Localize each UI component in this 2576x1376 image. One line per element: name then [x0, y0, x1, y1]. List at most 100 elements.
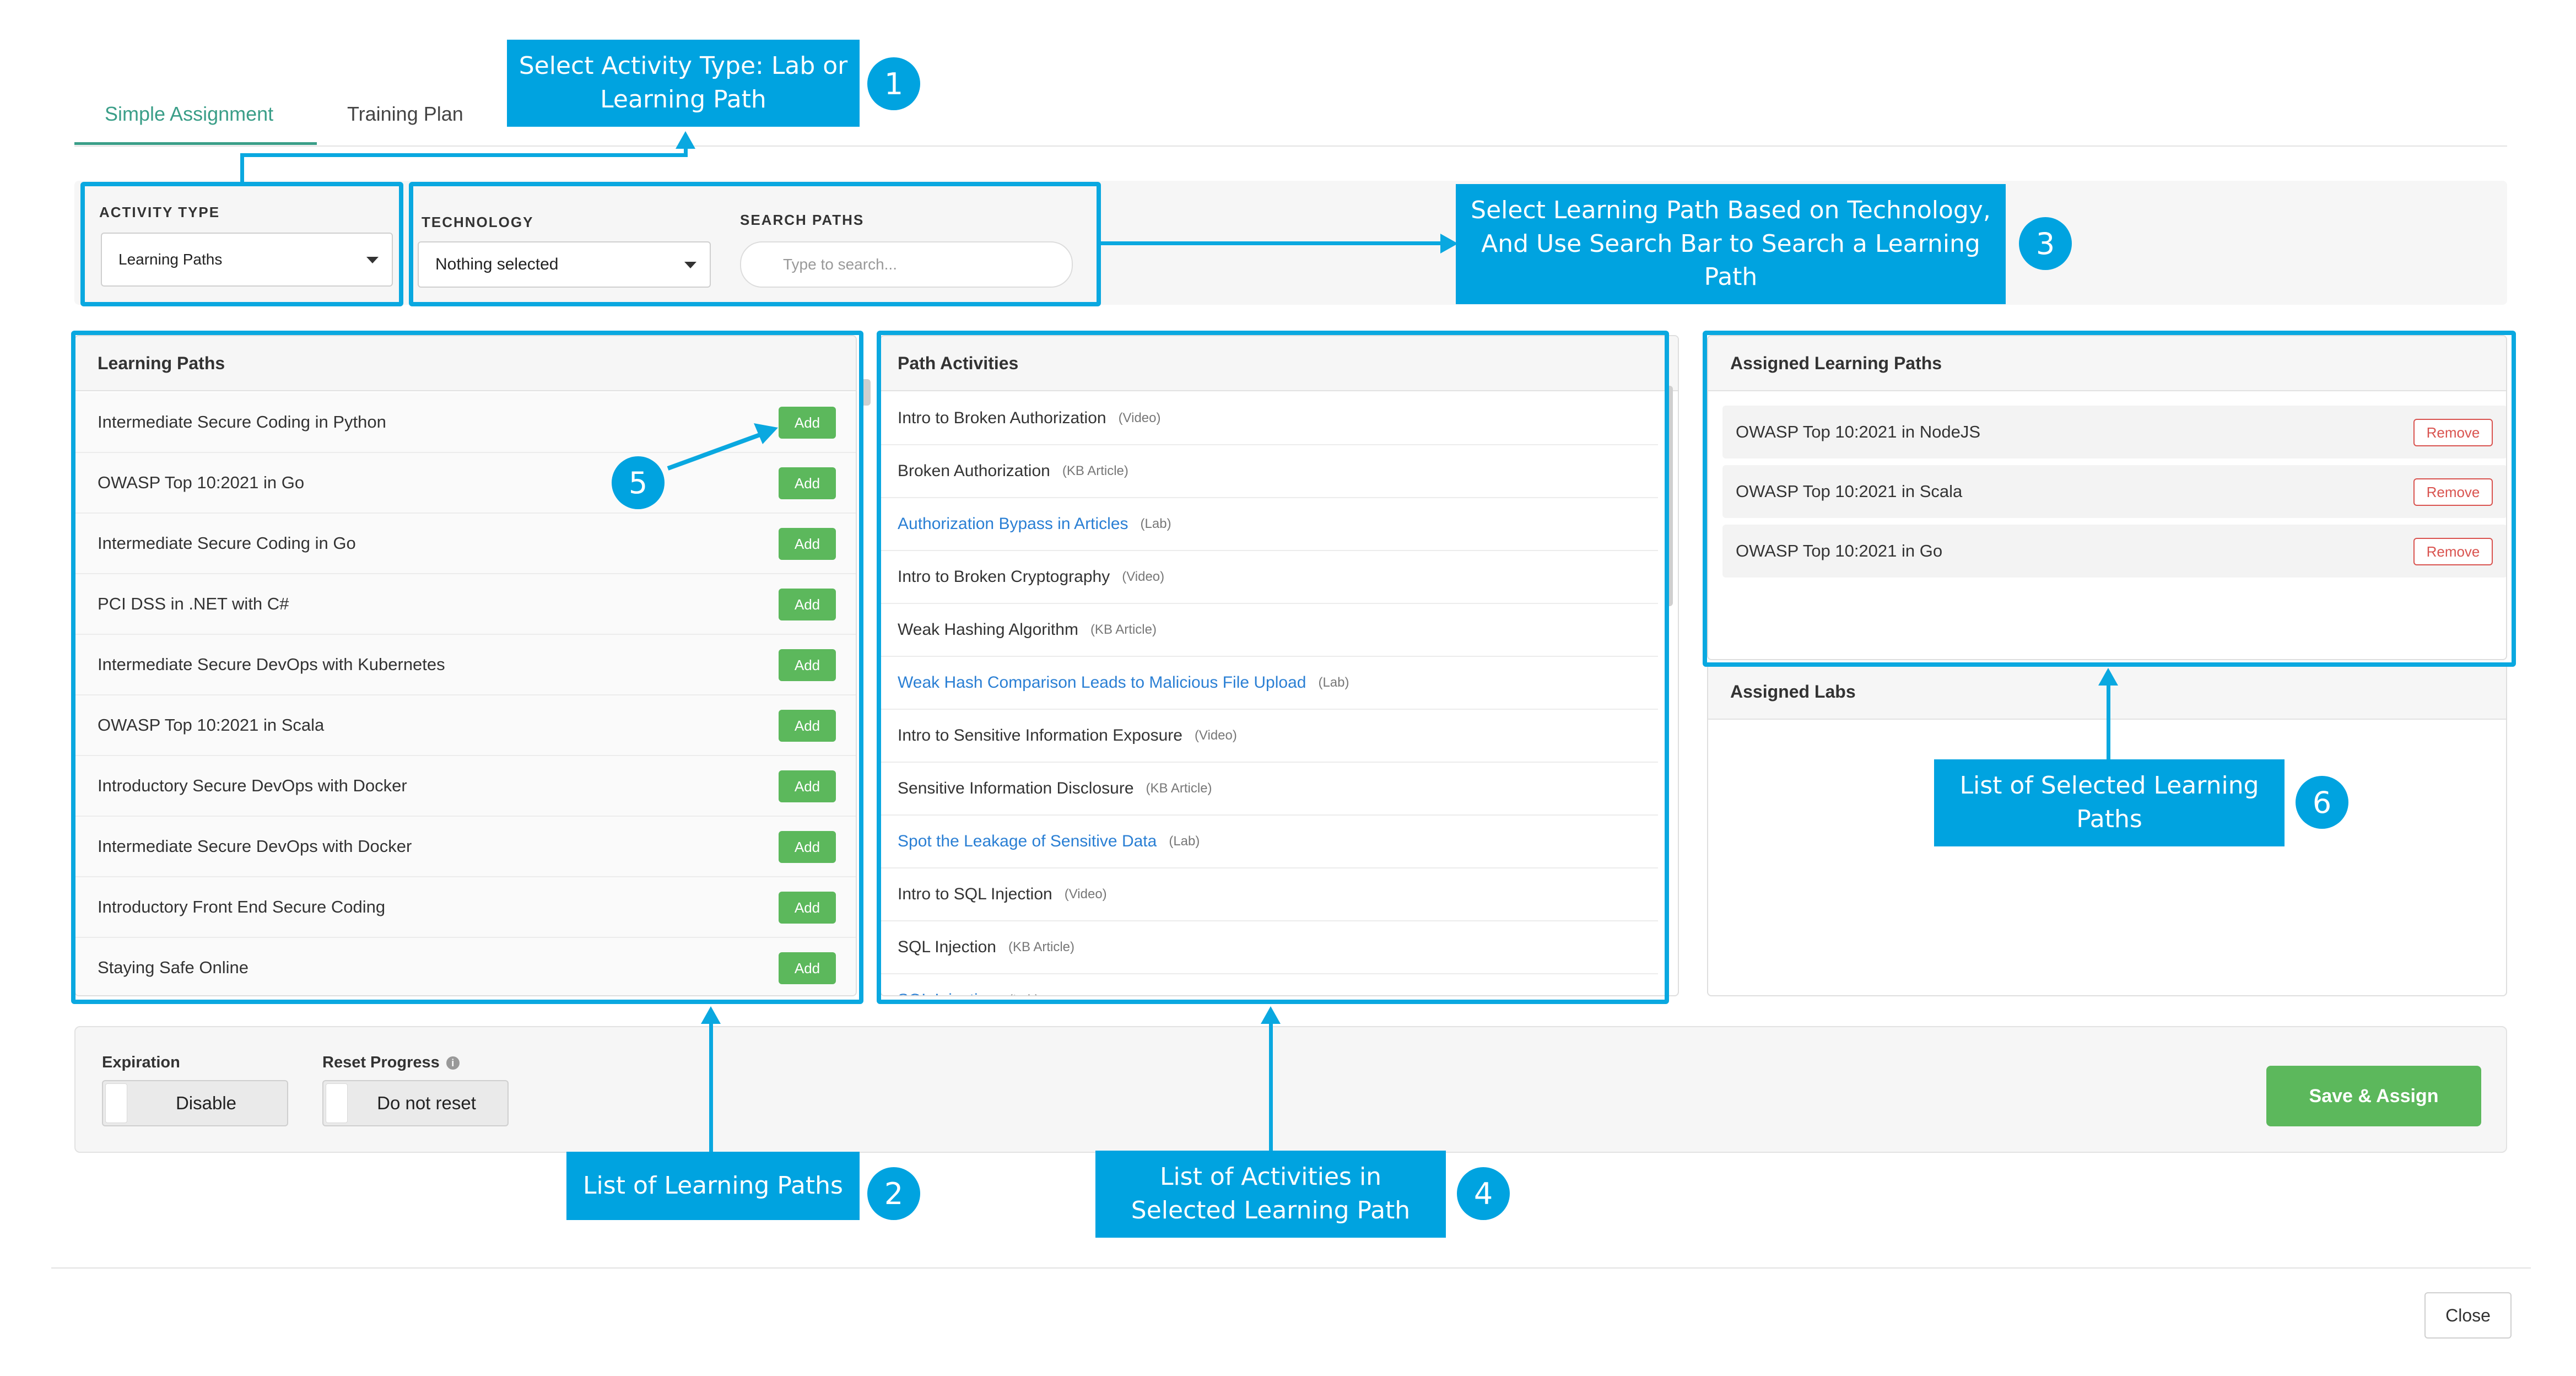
close-button[interactable]: Close: [2424, 1292, 2512, 1339]
learning-path-row[interactable]: PCI DSS in .NET with C#Add: [75, 574, 856, 635]
activity-type: (Video): [1064, 887, 1107, 902]
connector: [1101, 241, 1443, 245]
activity-row[interactable]: Spot the Leakage of Sensitive Data (Lab): [881, 816, 1658, 868]
learning-path-row[interactable]: Intermediate Secure Coding in Python Add: [75, 392, 856, 453]
header-divider: [74, 145, 2507, 147]
add-button[interactable]: Add: [779, 892, 836, 924]
activity-type: (Lab): [1140, 516, 1171, 531]
activity-row: Intro to SQL Injection (Video): [881, 868, 1658, 921]
callout-technology-search: Select Learning Path Based on Technology…: [1456, 184, 2006, 304]
callout-path-activities: List of Activities in Selected Learning …: [1095, 1151, 1446, 1238]
learning-path-name: OWASP Top 10:2021 in Scala: [98, 715, 325, 735]
learning-path-name: Introductory Secure DevOps with Docker: [98, 776, 407, 795]
add-button[interactable]: Add: [779, 831, 836, 863]
assigned-path-name: OWASP Top 10:2021 in Go: [1736, 541, 1943, 560]
tab-simple-assignment[interactable]: Simple Assignment: [105, 102, 274, 125]
info-icon[interactable]: i: [446, 1056, 460, 1070]
activity-type-select[interactable]: Learning Paths: [101, 233, 393, 287]
activity-title: Intro to Sensitive Information Exposure: [898, 726, 1182, 744]
learning-path-name: Introductory Front End Secure Coding: [98, 897, 386, 916]
activity-title: Intro to SQL Injection: [898, 885, 1052, 903]
activity-row[interactable]: Weak Hash Comparison Leads to Malicious …: [881, 657, 1658, 710]
callout-activity-type: Select Activity Type: Lab or Learning Pa…: [507, 40, 860, 127]
activity-row: Intro to Broken Cryptography(Video): [881, 551, 1658, 604]
reset-progress-toggle[interactable]: Do not reset: [322, 1080, 509, 1126]
step-badge-2: 2: [867, 1167, 920, 1220]
activity-type: (Lab): [1318, 675, 1349, 690]
activity-title: Intro to Broken Cryptography: [898, 568, 1110, 586]
activity-lab-link[interactable]: Spot the Leakage of Sensitive Data: [898, 832, 1157, 850]
activity-title: Intro to Broken Authorization: [898, 409, 1106, 427]
learning-path-row[interactable]: Intermediate Secure Coding in Go Add: [75, 514, 856, 574]
activity-title: Sensitive Information Disclosure: [898, 779, 1134, 797]
learning-path-name: OWASP Top 10:2021 in Go: [98, 473, 305, 492]
step-badge-3: 3: [2019, 217, 2072, 270]
toggle-knob: [326, 1083, 348, 1123]
search-placeholder: Type to search...: [783, 256, 897, 273]
assigned-paths-title: Assigned Learning Paths: [1708, 336, 2506, 391]
save-assign-button[interactable]: Save & Assign: [2266, 1066, 2481, 1126]
learning-path-row[interactable]: OWASP Top 10:2021 in Scala Add: [75, 695, 856, 756]
expiration-toggle[interactable]: Disable: [102, 1080, 288, 1126]
path-activities-scrollbar[interactable]: [1665, 386, 1673, 606]
activity-type: (KB Article): [1062, 463, 1128, 478]
add-button[interactable]: Add: [779, 770, 836, 802]
add-button[interactable]: Add: [779, 710, 836, 742]
activity-row: Weak Hashing Algorithm (KB Article): [881, 604, 1658, 657]
activity-type-label: ACTIVITY TYPE: [99, 204, 220, 220]
activity-type: (Lab): [1169, 834, 1200, 849]
callout-assigned-paths: List of Selected Learning Paths: [1934, 759, 2285, 846]
activity-lab-link[interactable]: SQL Injection: [898, 991, 996, 995]
activity-row[interactable]: Authorization Bypass in Articles (Lab): [881, 498, 1658, 551]
activity-row: Broken Authorization(KB Article): [881, 445, 1658, 498]
remove-button[interactable]: Remove: [2413, 419, 2493, 446]
step-badge-4: 4: [1457, 1167, 1510, 1220]
arrow-icon: [1440, 234, 1458, 253]
expiration-label: Expiration: [102, 1054, 180, 1071]
assigned-path-row: OWASP Top 10:2021 in NodeJS Remove: [1722, 406, 2506, 458]
expiration-value: Disable: [175, 1093, 237, 1113]
add-button[interactable]: Add: [779, 589, 836, 620]
activity-title: Weak Hashing Algorithm: [898, 620, 1078, 639]
learning-path-row[interactable]: Introductory Secure DevOps with Docker Ad…: [75, 756, 856, 817]
technology-select[interactable]: Nothing selected: [418, 241, 711, 288]
assigned-path-row: OWASP Top 10:2021 in Go Remove: [1722, 525, 2506, 578]
learning-path-name: Intermediate Secure DevOps with Kubernet…: [98, 655, 445, 674]
activity-type: (Lab): [1008, 992, 1039, 995]
learning-path-row[interactable]: Introductory Front End Secure Coding Add: [75, 877, 856, 938]
assigned-path-row: OWASP Top 10:2021 in Scala Remove: [1722, 465, 2506, 518]
technology-label: TECHNOLOGY: [422, 214, 534, 230]
add-button[interactable]: Add: [779, 407, 836, 439]
add-button[interactable]: Add: [779, 649, 836, 681]
learning-path-row[interactable]: OWASP Top 10:2021 in Go Add: [75, 453, 856, 514]
arrow-icon: [701, 1006, 721, 1024]
learning-path-name: Intermediate Secure Coding in Go: [98, 533, 356, 553]
activity-type: (KB Article): [1008, 940, 1075, 954]
add-button[interactable]: Add: [779, 952, 836, 984]
activity-type: (KB Article): [1090, 622, 1157, 637]
activity-lab-link[interactable]: Weak Hash Comparison Leads to Malicious …: [898, 673, 1306, 692]
learning-path-row[interactable]: Intermediate Secure DevOps with Kubernet…: [75, 635, 856, 695]
assigned-path-name: OWASP Top 10:2021 in NodeJS: [1736, 422, 1981, 441]
chevron-down-icon: [684, 262, 696, 268]
active-tab-indicator: [74, 142, 317, 145]
step-badge-5: 5: [612, 456, 665, 509]
activity-row[interactable]: SQL Injection (Lab): [881, 974, 1658, 995]
assigned-path-name: OWASP Top 10:2021 in Scala: [1736, 482, 1963, 501]
add-button[interactable]: Add: [779, 528, 836, 560]
connector: [709, 1017, 713, 1152]
remove-button[interactable]: Remove: [2413, 478, 2493, 506]
learning-path-name: Intermediate Secure Coding in Python: [98, 412, 386, 431]
search-paths-input[interactable]: Type to search...: [740, 241, 1073, 288]
activity-lab-link[interactable]: Authorization Bypass in Articles: [898, 515, 1128, 533]
add-button[interactable]: Add: [779, 467, 836, 499]
remove-button[interactable]: Remove: [2413, 538, 2493, 565]
activity-row: Sensitive Information Disclosure(KB Arti…: [881, 763, 1658, 816]
search-paths-label: SEARCH PATHS: [740, 212, 865, 228]
reset-progress-value: Do not reset: [377, 1093, 476, 1113]
tab-training-plan[interactable]: Training Plan: [347, 102, 463, 125]
learning-paths-scrollbar[interactable]: [861, 379, 871, 406]
